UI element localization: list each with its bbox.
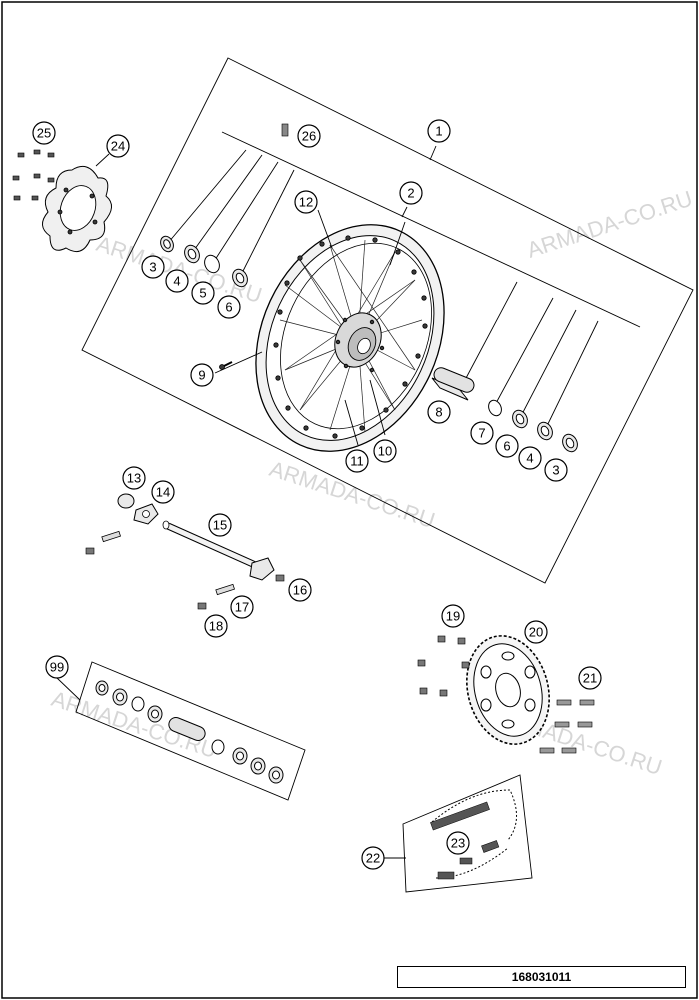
svg-text:6: 6 bbox=[503, 439, 510, 454]
chain-adjuster-left bbox=[85, 493, 159, 555]
svg-text:4: 4 bbox=[526, 451, 533, 466]
callout-3: 3 bbox=[141, 255, 165, 279]
leader-line bbox=[191, 154, 263, 254]
svg-text:2: 2 bbox=[407, 186, 414, 201]
wheel-assembly-frame bbox=[81, 57, 694, 584]
callout-25: 25 bbox=[32, 121, 56, 145]
callout-17: 17 bbox=[230, 595, 254, 619]
callout-24: 24 bbox=[106, 134, 130, 158]
chain-frame bbox=[402, 774, 533, 893]
callout-11: 11 bbox=[345, 449, 369, 473]
leader-line bbox=[239, 169, 295, 278]
callout-13: 13 bbox=[122, 466, 146, 490]
callout-5: 5 bbox=[191, 281, 215, 305]
spoke-nipple bbox=[219, 361, 233, 370]
sprocket-screws bbox=[539, 699, 595, 754]
svg-text:6: 6 bbox=[225, 300, 232, 315]
svg-text:20: 20 bbox=[529, 625, 543, 640]
callout-14: 14 bbox=[151, 480, 175, 504]
svg-text:24: 24 bbox=[111, 139, 125, 154]
svg-text:3: 3 bbox=[149, 260, 156, 275]
svg-text:23: 23 bbox=[451, 836, 465, 851]
svg-text:7: 7 bbox=[478, 426, 485, 441]
svg-text:16: 16 bbox=[293, 583, 307, 598]
leader-line bbox=[56, 677, 81, 701]
svg-text:21: 21 bbox=[583, 671, 597, 686]
callout-15: 15 bbox=[208, 513, 232, 537]
callout-18: 18 bbox=[204, 614, 228, 638]
leader-line bbox=[544, 320, 599, 431]
wheel-bearing-stack-right bbox=[488, 399, 578, 453]
svg-text:17: 17 bbox=[235, 600, 249, 615]
svg-text:1: 1 bbox=[435, 124, 442, 139]
callout-1: 1 bbox=[427, 119, 451, 143]
callout-22: 22 bbox=[361, 846, 385, 870]
callout-8: 8 bbox=[427, 400, 451, 424]
callout-4: 4 bbox=[165, 269, 189, 293]
diagram-reference-number: 168031011 bbox=[397, 966, 686, 988]
disc-screws bbox=[12, 149, 55, 201]
rear-sprocket bbox=[466, 635, 550, 745]
callout-21: 21 bbox=[578, 666, 602, 690]
callout-3b: 3 bbox=[544, 458, 568, 482]
svg-text:18: 18 bbox=[209, 619, 223, 634]
svg-text:9: 9 bbox=[198, 368, 205, 383]
sprocket-nuts bbox=[417, 635, 470, 697]
callout-9: 9 bbox=[190, 363, 214, 387]
spare-kit-frame bbox=[75, 661, 306, 801]
bleed-screw bbox=[281, 123, 289, 137]
svg-text:5: 5 bbox=[199, 286, 206, 301]
leader-line bbox=[344, 399, 359, 446]
svg-text:11: 11 bbox=[350, 454, 364, 469]
svg-text:4: 4 bbox=[173, 274, 180, 289]
callout-6: 6 bbox=[217, 295, 241, 319]
rear-axle bbox=[162, 520, 285, 610]
svg-text:25: 25 bbox=[37, 126, 51, 141]
leader-line bbox=[389, 221, 406, 266]
callout-12: 12 bbox=[294, 190, 318, 214]
leader-line bbox=[429, 145, 437, 161]
leader-line bbox=[95, 153, 110, 167]
svg-text:26: 26 bbox=[302, 129, 316, 144]
callout-19: 19 bbox=[441, 604, 465, 628]
callout-99: 99 bbox=[45, 655, 69, 679]
callout-2: 2 bbox=[399, 181, 423, 205]
svg-text:19: 19 bbox=[446, 609, 460, 624]
rear-wheel bbox=[255, 224, 445, 452]
wheel-bearing-stack-left bbox=[160, 235, 248, 288]
callout-10: 10 bbox=[373, 439, 397, 463]
callout-4b: 4 bbox=[518, 446, 542, 470]
svg-text:14: 14 bbox=[156, 485, 170, 500]
leader-line bbox=[167, 149, 247, 244]
watermark: ARMADA-CO.RU bbox=[524, 186, 696, 263]
callout-16: 16 bbox=[288, 578, 312, 602]
svg-text:12: 12 bbox=[299, 195, 313, 210]
spare-kit-parts bbox=[95, 680, 284, 784]
svg-text:15: 15 bbox=[213, 518, 227, 533]
brake-disc bbox=[42, 165, 112, 253]
svg-text:8: 8 bbox=[435, 405, 442, 420]
svg-text:10: 10 bbox=[378, 444, 392, 459]
callout-20: 20 bbox=[524, 620, 548, 644]
leader-line bbox=[401, 206, 408, 218]
leader-line bbox=[221, 131, 641, 328]
callout-6b: 6 bbox=[495, 434, 519, 458]
svg-text:13: 13 bbox=[127, 471, 141, 486]
leader-line bbox=[369, 379, 386, 436]
leader-line bbox=[494, 297, 554, 406]
leader-line bbox=[464, 281, 518, 381]
svg-text:3: 3 bbox=[552, 463, 559, 478]
callout-7: 7 bbox=[470, 421, 494, 445]
svg-text:99: 99 bbox=[50, 660, 64, 675]
callout-23: 23 bbox=[446, 831, 470, 855]
svg-text:22: 22 bbox=[366, 851, 380, 866]
callout-26: 26 bbox=[297, 124, 321, 148]
spacer-sleeve bbox=[431, 367, 475, 401]
leader-line bbox=[519, 309, 577, 419]
leader-line bbox=[317, 209, 333, 249]
chain bbox=[430, 789, 517, 880]
leader-line bbox=[212, 161, 279, 264]
